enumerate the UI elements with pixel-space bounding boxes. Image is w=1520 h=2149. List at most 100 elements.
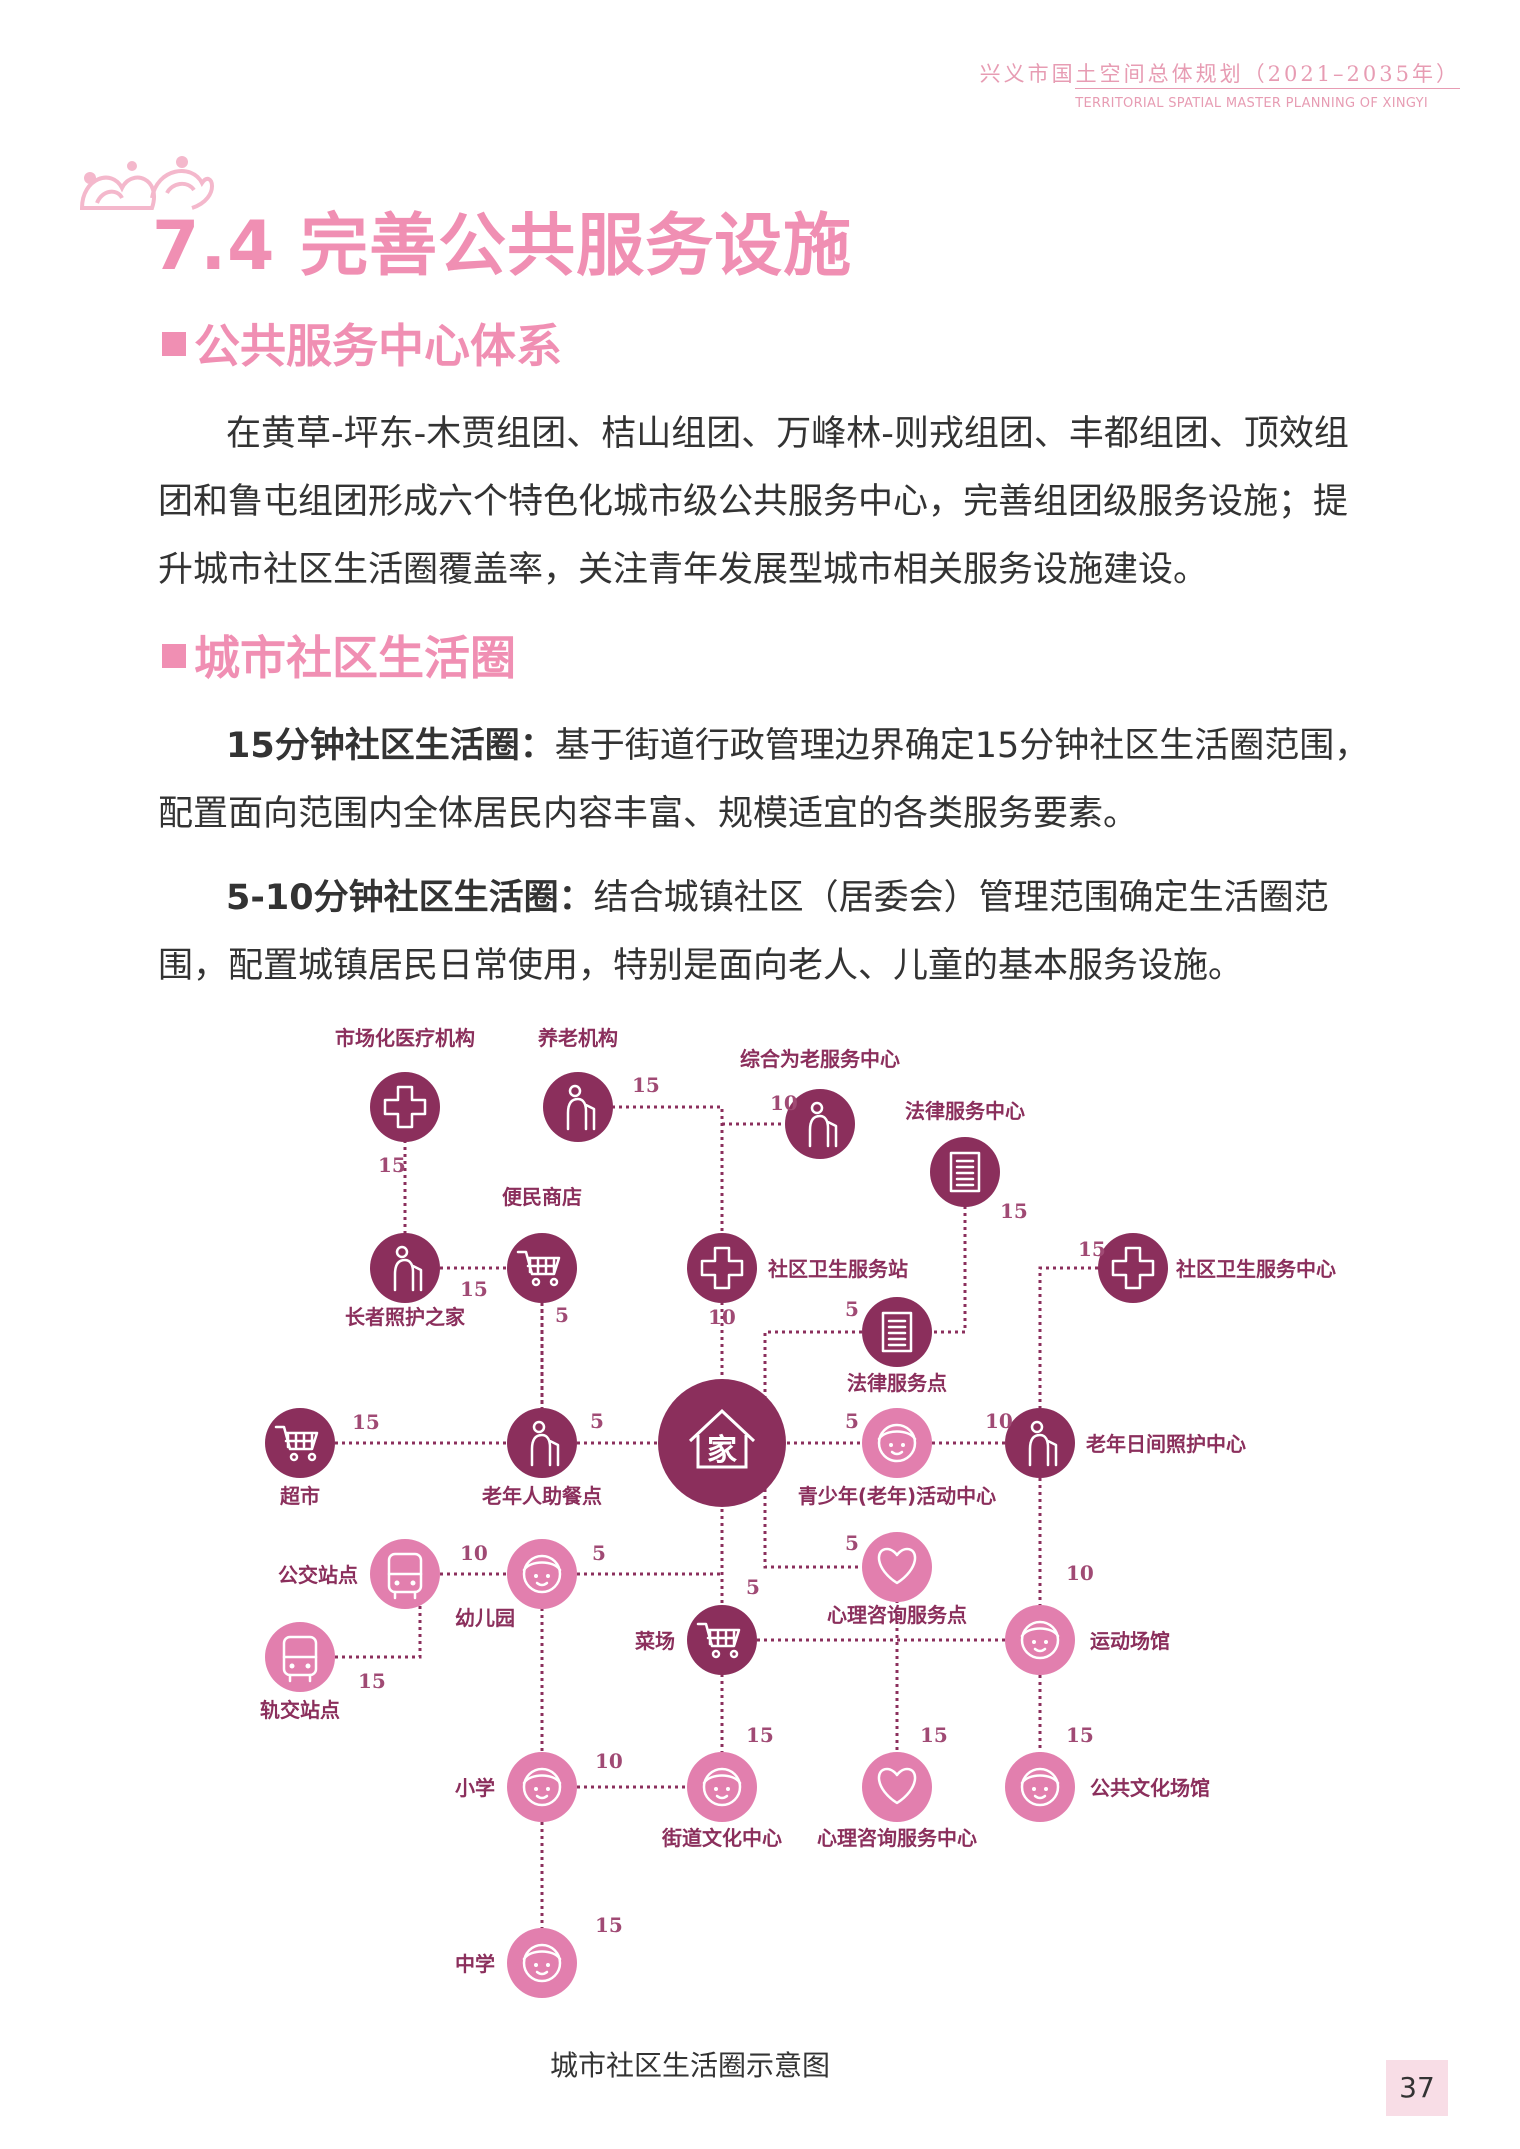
elder-icon [566,1084,596,1131]
bus-icon [387,1552,423,1600]
elder-icon [393,1245,423,1292]
child-icon [1020,1767,1060,1807]
node-label: 社区卫生服务中心 [1175,1257,1336,1281]
node-bianmin [507,1233,577,1303]
node-zhucan [507,1408,577,1478]
node-circle [265,1408,335,1478]
bus-icon [282,1635,318,1683]
connection-line [612,1105,724,1234]
paragraph-lead: 15分钟社区生活圈： [226,726,555,766]
child-icon [522,1554,562,1594]
node-circle [370,1233,440,1303]
node-label: 轨交站点 [260,1698,340,1722]
subsection-heading-text: 城市社区生活圈 [194,631,516,685]
distance-label: 15 [352,1410,380,1434]
node-yiliao [370,1072,440,1142]
node-circle [507,1928,577,1998]
node-zonghe [785,1089,855,1159]
node-label: 综合为老服务中心 [740,1047,900,1071]
node-circle [1005,1408,1075,1478]
distance-label: 15 [595,1913,623,1937]
node-xinli_d [862,1532,932,1602]
node-circle [507,1539,577,1609]
subsection-heading-service-center: 公共服务中心体系 [162,310,562,376]
subsection-heading-text: 公共服务中心体系 [194,319,562,373]
square-bullet-icon [162,332,186,356]
elder-icon [808,1101,838,1148]
node-circle [862,1532,932,1602]
paragraph-service-center: 在黄草-坪东-木贾组团、桔山组团、万峰林-则戎组团、丰都组团、顶效组团和鲁屯组团… [158,400,1378,604]
distance-label: 15 [460,1277,488,1301]
node-chaoshi [265,1408,335,1478]
running-header: 兴义市国土空间总体规划（2021–2035年） TERRITORIAL SPAT… [980,58,1460,111]
connection-line [1038,1266,1098,1408]
house-icon [688,1408,756,1469]
distance-label: 5 [845,1531,859,1555]
node-circle [543,1072,613,1142]
node-circle [687,1233,757,1303]
distance-label: 10 [985,1409,1013,1433]
distance-label: 5 [555,1303,569,1327]
header-title-en: TERRITORIAL SPATIAL MASTER PLANNING OF X… [1075,96,1428,111]
node-circle [1098,1233,1168,1303]
header-rule [1075,88,1460,89]
node-xinli_c [862,1752,932,1822]
distance-label: 5 [746,1575,760,1599]
distance-label: 15 [746,1723,774,1747]
node-falv_c [930,1137,1000,1207]
node-jiedao [687,1752,757,1822]
child-icon [522,1943,562,1983]
distance-label: 15 [358,1669,386,1693]
node-circle [785,1089,855,1159]
node-qingshao [862,1408,932,1478]
paragraph-text: 结合城镇社区（居委会）管理范围确定生活圈范围，配置城镇居民日常使用，特别是面向老… [158,878,1329,986]
paragraph-text: 基于街道行政管理边界确定15分钟社区生活圈范围，配置面向范围内全体居民内容丰富、… [158,726,1370,834]
paragraph-text: 在黄草-坪东-木贾组团、桔山组团、万峰林-则戎组团、丰都组团、顶效组团和鲁屯组团… [158,414,1349,590]
node-rijian [1005,1408,1075,1478]
figure-caption: 城市社区生活圈示意图 [549,2049,830,2082]
node-circle [862,1408,932,1478]
cart-icon [516,1250,561,1287]
node-yundong [1005,1605,1075,1675]
distance-label: 15 [920,1723,948,1747]
node-label: 法律服务点 [847,1371,947,1395]
node-gongjiao [370,1539,440,1609]
node-label: 超市 [279,1484,320,1508]
cart-icon [696,1622,741,1659]
node-circle [687,1605,757,1675]
distance-label: 10 [460,1541,488,1565]
node-label: 幼儿园 [455,1606,515,1630]
node-label: 市场化医疗机构 [335,1026,475,1050]
heart-icon [877,1767,917,1805]
node-label: 便民商店 [502,1185,582,1209]
distance-label: 15 [378,1153,406,1177]
node-xiaoxue [507,1752,577,1822]
distance-label: 15 [632,1073,660,1097]
node-falv_d [862,1297,932,1367]
distance-label: 10 [595,1749,623,1773]
node-label: 菜场 [634,1629,675,1653]
square-bullet-icon [162,644,186,668]
node-circle [862,1752,932,1822]
page-number: 37 [1386,2060,1448,2116]
node-circle [1005,1752,1075,1822]
node-zhangzhe [370,1233,440,1303]
node-label: 心理咨询服务中心 [817,1826,977,1850]
connection-line [763,1475,862,1569]
distance-label: 15 [1000,1199,1028,1223]
node-label: 公共文化场馆 [1090,1776,1210,1800]
node-circle [507,1408,577,1478]
child-icon [877,1423,917,1463]
distance-label: 15 [1066,1723,1094,1747]
distance-label: 5 [845,1297,859,1321]
heart-icon [877,1547,917,1585]
connection-line [335,1606,422,1659]
node-label: 中学 [455,1952,495,1976]
cross-icon [700,1246,744,1290]
node-label: 公交站点 [278,1563,358,1587]
child-icon [702,1767,742,1807]
node-label: 街道文化中心 [661,1826,782,1850]
node-circle [507,1233,577,1303]
paragraph-5-10min: 5-10分钟社区生活圈：结合城镇社区（居委会）管理范围确定生活圈范围，配置城镇居… [158,864,1378,1000]
